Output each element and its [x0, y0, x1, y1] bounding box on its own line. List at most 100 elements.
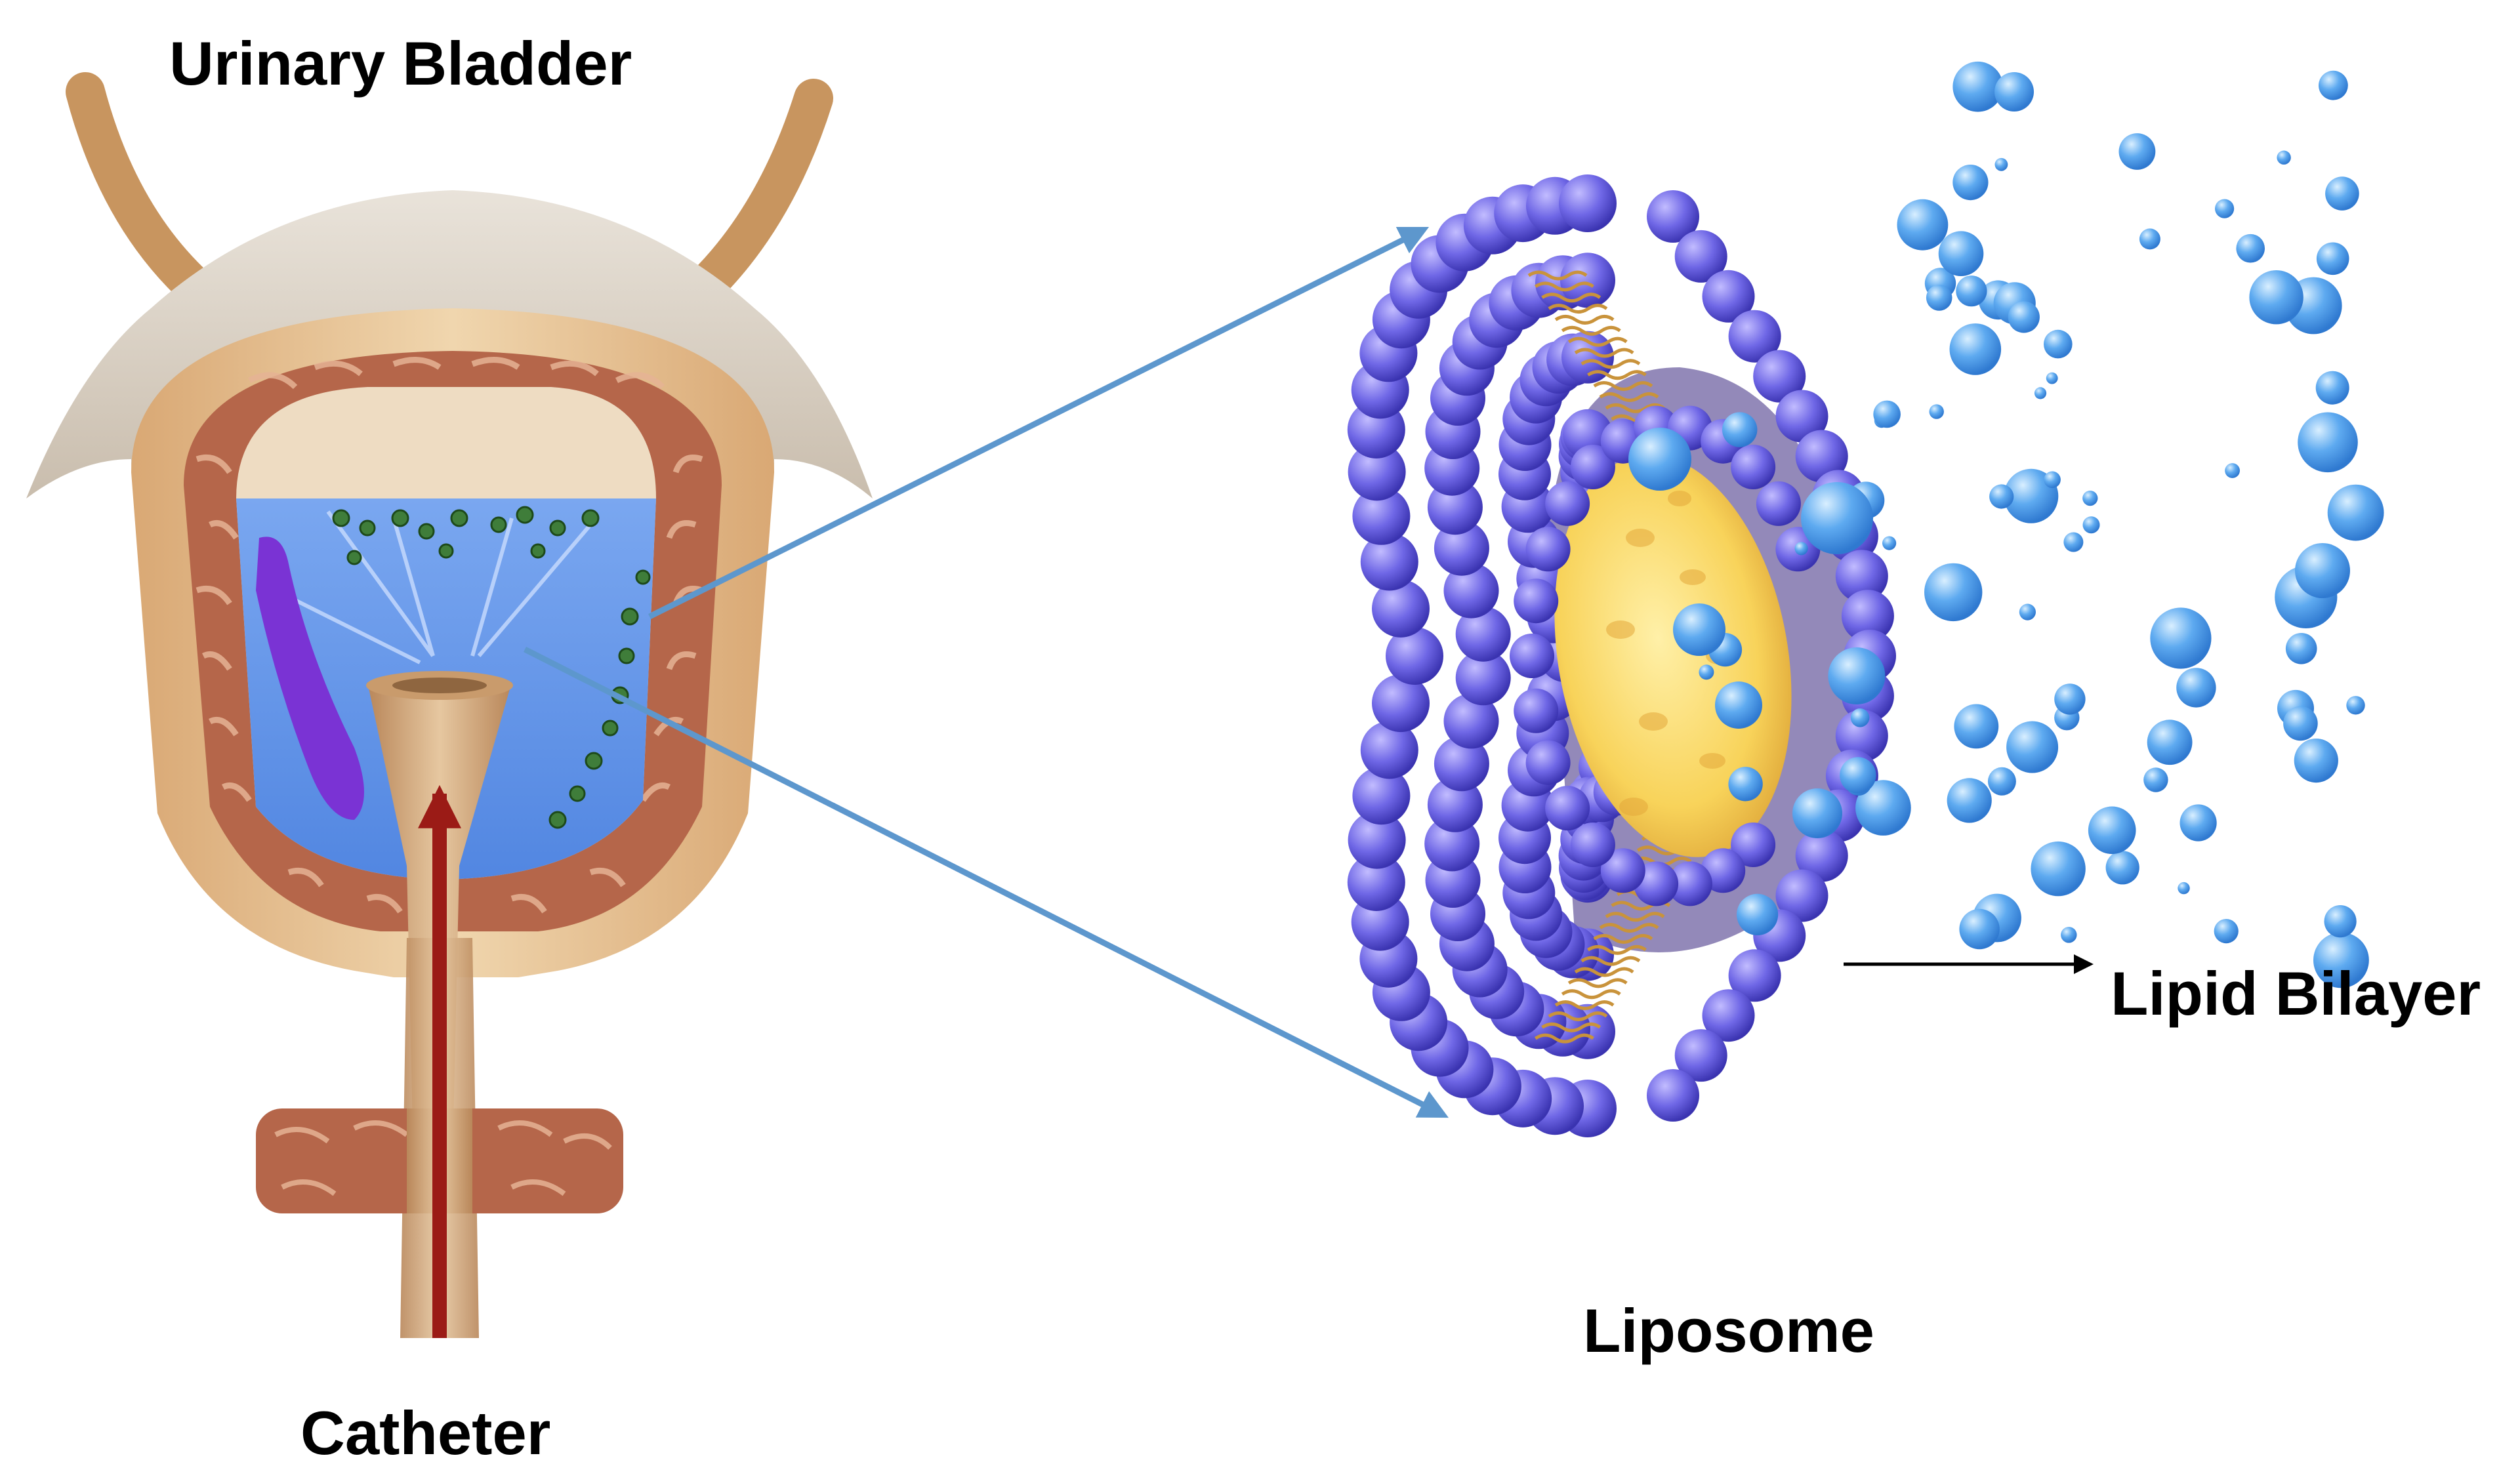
drug-particle: [2054, 683, 2086, 715]
drug-particle: [2214, 919, 2239, 944]
lipid-head: [1756, 481, 1801, 526]
drug-particle: [2313, 932, 2369, 988]
drug-particle: [1938, 231, 1984, 277]
lipid-head: [1360, 721, 1418, 779]
drug-particle: [2176, 668, 2216, 708]
drug-particle: [2044, 329, 2073, 359]
lipid-head: [1600, 848, 1645, 893]
lipid-head: [1348, 443, 1406, 501]
lipid-tail: [1534, 281, 1594, 292]
lipid-tail: [1554, 1000, 1615, 1011]
lipid-head: [1795, 829, 1848, 882]
drug-particle: [2294, 739, 2338, 783]
lipid-head: [1841, 590, 1894, 643]
lipid-head: [1674, 1029, 1727, 1082]
drug-particle: [1801, 482, 1873, 554]
lipid-tail: [1561, 325, 1621, 336]
drug-particle: [2283, 706, 2318, 741]
drug-particle: [2346, 696, 2365, 715]
drug-particle: [1792, 788, 1842, 838]
lipid-head: [1443, 693, 1499, 749]
drug-particle: [1954, 704, 1999, 749]
lipid-head: [1702, 989, 1755, 1042]
lipid-head: [1443, 563, 1499, 619]
drug-particle: [1949, 323, 2002, 375]
lipid-head: [1570, 823, 1615, 867]
lipid-head: [1372, 579, 1430, 638]
lipid-head: [1731, 823, 1776, 867]
drug-particle: [2324, 905, 2357, 938]
lipid-head: [1775, 390, 1828, 443]
drug-particle: [1699, 664, 1714, 680]
lipid-head: [1510, 634, 1554, 678]
lipid-tail: [1567, 978, 1628, 988]
lipid-tail: [1554, 314, 1615, 325]
drug-particle: [2082, 516, 2100, 534]
lipid-head: [1514, 579, 1559, 624]
lipid-head: [1559, 174, 1617, 232]
lipid-head: [1347, 853, 1405, 911]
drug-particle: [1728, 767, 1763, 802]
drug-particle: [2006, 721, 2059, 773]
drug-particle: [2179, 804, 2217, 842]
drug-particle: [2295, 543, 2350, 598]
drug-particle: [2063, 532, 2084, 552]
drug-particle: [2044, 471, 2061, 489]
lipid-tail: [1605, 403, 1665, 413]
lipid-head: [1372, 674, 1430, 733]
drug-particle: [1994, 157, 2008, 171]
drug-particle: [2236, 234, 2265, 263]
lipid-tail: [1587, 945, 1647, 955]
lipid-head: [1545, 786, 1590, 831]
drug-particle: [1897, 199, 1949, 251]
drug-particle: [2285, 633, 2317, 664]
drug-particle: [2225, 463, 2241, 478]
lipid-tail: [1593, 933, 1653, 944]
drug-particle: [2008, 301, 2040, 333]
lipid-head: [1352, 487, 1411, 545]
drug-particle: [1956, 275, 1987, 307]
released-drug-particles: [1628, 61, 2384, 988]
liposome-illustration: [1347, 174, 1896, 1137]
drug-particle: [2215, 199, 2235, 218]
urinary-bladder-illustration: [26, 72, 873, 1338]
lipid-head: [1647, 1069, 1699, 1122]
drug-particle: [1715, 681, 1762, 729]
lipid-head: [1455, 650, 1511, 706]
drug-particle: [1959, 908, 2000, 950]
drug-particle: [1873, 400, 1901, 428]
drug-particle: [2139, 228, 2160, 250]
drug-particle: [2327, 484, 2384, 541]
lipid-head: [1753, 350, 1806, 403]
lipid-head: [1386, 627, 1443, 685]
lipid-head: [1545, 481, 1590, 526]
drug-particle: [2316, 242, 2349, 275]
lipid-head: [1352, 767, 1411, 825]
lipid-head: [1728, 949, 1781, 1002]
drug-particle: [2082, 491, 2098, 506]
drug-particle: [1722, 412, 1758, 447]
lipid-tail: [1561, 989, 1621, 1000]
lipid-head: [1455, 606, 1511, 662]
drug-particle: [2105, 851, 2139, 885]
lipid-tail: [1587, 370, 1647, 380]
lipid-head: [1434, 520, 1489, 576]
drug-particle: [1855, 780, 1911, 836]
drug-particle: [1929, 404, 1944, 419]
lipid-head: [1835, 709, 1888, 762]
drug-particle: [2034, 387, 2047, 399]
lipid-bilayer-label: Lipid Bilayer: [2111, 959, 2481, 1028]
catheter-label: Catheter: [300, 1398, 551, 1467]
lipid-tail: [1599, 392, 1659, 402]
drug-particle: [1828, 647, 1886, 704]
drug-particle: [1987, 767, 2016, 796]
drug-particle: [1850, 708, 1870, 727]
lipid-head: [1434, 736, 1489, 792]
lipid-head: [1348, 811, 1406, 869]
lipid-head: [1647, 190, 1699, 243]
drug-particle: [1989, 484, 2014, 509]
drug-particle: [1737, 893, 1779, 935]
drug-particle: [2277, 150, 2291, 165]
drug-particle: [2315, 371, 2349, 405]
